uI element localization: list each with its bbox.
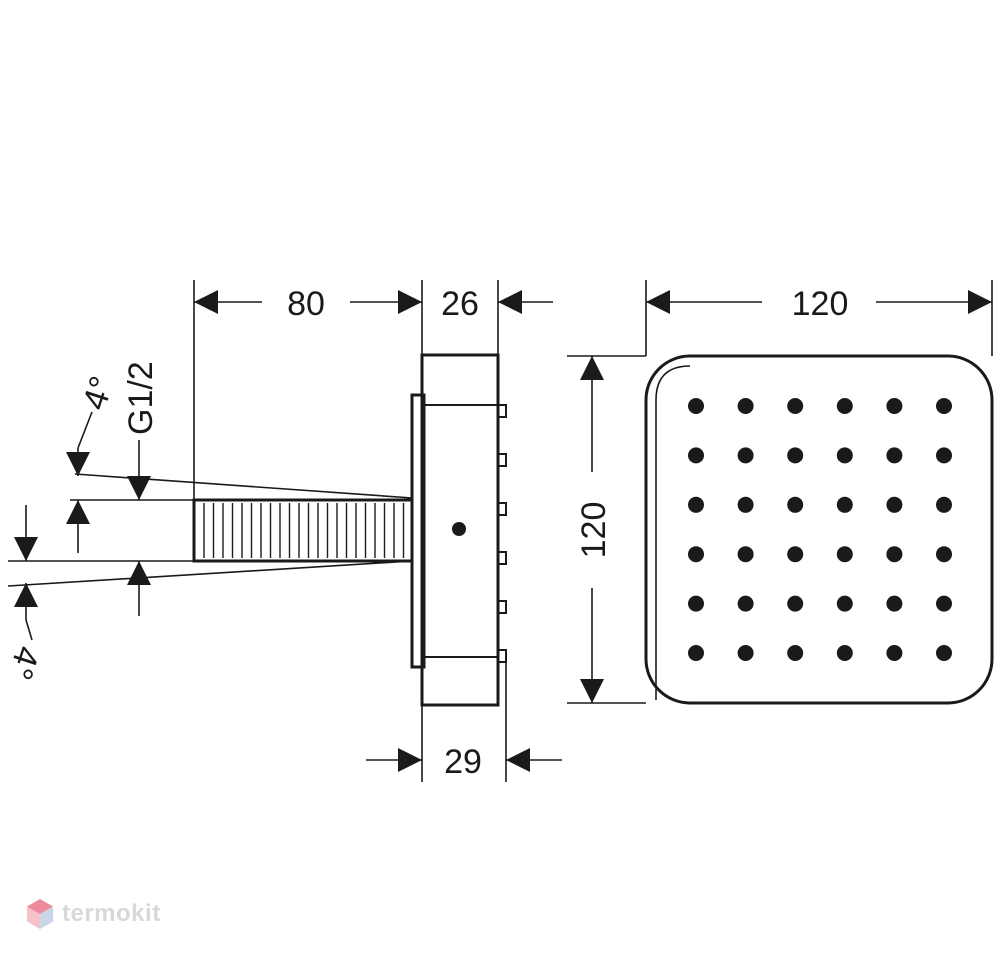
nozzle-dot bbox=[737, 496, 754, 513]
front-nozzle-grid bbox=[688, 398, 952, 661]
nozzle-dot bbox=[836, 496, 853, 513]
nozzle-dot bbox=[936, 546, 952, 563]
nozzle-dot bbox=[737, 447, 754, 464]
head-depth-total-label: 29 bbox=[444, 743, 482, 781]
tilt-lower-leader bbox=[25, 619, 33, 641]
nozzle-dot bbox=[886, 645, 903, 661]
arm-length-label: 80 bbox=[287, 285, 325, 323]
side-screw-icon bbox=[452, 522, 466, 536]
tilt-lower-label: 4° bbox=[0, 642, 46, 685]
nozzle-dot bbox=[688, 496, 704, 513]
nozzle-dot bbox=[688, 595, 704, 612]
hexagon-logo-icon bbox=[27, 899, 53, 929]
nozzle-dot bbox=[737, 645, 754, 661]
mounting-collar bbox=[410, 393, 426, 669]
side-nozzle bbox=[497, 404, 507, 418]
front-view: 120 120 bbox=[567, 280, 994, 705]
threaded-arm bbox=[192, 498, 414, 563]
head-face-front bbox=[644, 354, 994, 705]
tilt-line-upper bbox=[74, 473, 413, 499]
watermark-text: termokit bbox=[62, 900, 161, 927]
tilt-upper-leader bbox=[77, 411, 93, 449]
side-nozzle bbox=[497, 600, 507, 614]
nozzle-dot bbox=[886, 447, 903, 464]
nozzle-dot bbox=[688, 447, 704, 464]
nozzle-dot bbox=[936, 496, 952, 513]
nozzle-dot bbox=[787, 546, 804, 563]
side-nozzle bbox=[497, 453, 507, 467]
nozzle-dot bbox=[787, 398, 804, 414]
head-depth-label: 26 bbox=[441, 285, 479, 323]
side-nozzles bbox=[497, 404, 507, 663]
nozzle-dot bbox=[836, 595, 853, 612]
nozzle-dot bbox=[688, 546, 704, 563]
nozzle-dot bbox=[936, 595, 952, 612]
head-height-label: 120 bbox=[575, 502, 613, 559]
head-face-shadow-left bbox=[655, 365, 691, 700]
watermark: termokit bbox=[26, 898, 161, 930]
nozzle-dot bbox=[836, 398, 853, 414]
side-nozzle bbox=[497, 502, 507, 516]
nozzle-dot bbox=[737, 546, 754, 563]
tilt-line-lower bbox=[7, 560, 413, 587]
nozzle-dot bbox=[787, 496, 804, 513]
nozzle-dot bbox=[737, 398, 754, 414]
thread-ridges bbox=[203, 503, 405, 558]
nozzle-dot bbox=[936, 645, 952, 661]
nozzle-dot bbox=[836, 447, 853, 464]
tilt-upper-label: 4° bbox=[75, 372, 121, 415]
nozzle-dot bbox=[836, 645, 853, 661]
nozzle-dot bbox=[688, 645, 704, 661]
nozzle-dot bbox=[886, 595, 903, 612]
nozzle-dot bbox=[936, 447, 952, 464]
nozzle-dot bbox=[688, 398, 704, 414]
nozzle-dot bbox=[787, 645, 804, 661]
head-body-side bbox=[420, 353, 500, 707]
nozzle-dot bbox=[737, 595, 754, 612]
nozzle-dot bbox=[787, 447, 804, 464]
nozzle-dot bbox=[836, 546, 853, 563]
side-nozzle bbox=[497, 551, 507, 565]
nozzle-dot bbox=[787, 595, 804, 612]
side-view: G1/2 4° 4° 80 26 29 bbox=[0, 280, 562, 782]
nozzle-dot bbox=[886, 496, 903, 513]
nozzle-dot bbox=[886, 398, 903, 414]
thread-size-label: G1/2 bbox=[122, 361, 160, 435]
nozzle-dot bbox=[936, 398, 952, 414]
head-width-label: 120 bbox=[792, 285, 849, 323]
nozzle-dot bbox=[886, 546, 903, 563]
